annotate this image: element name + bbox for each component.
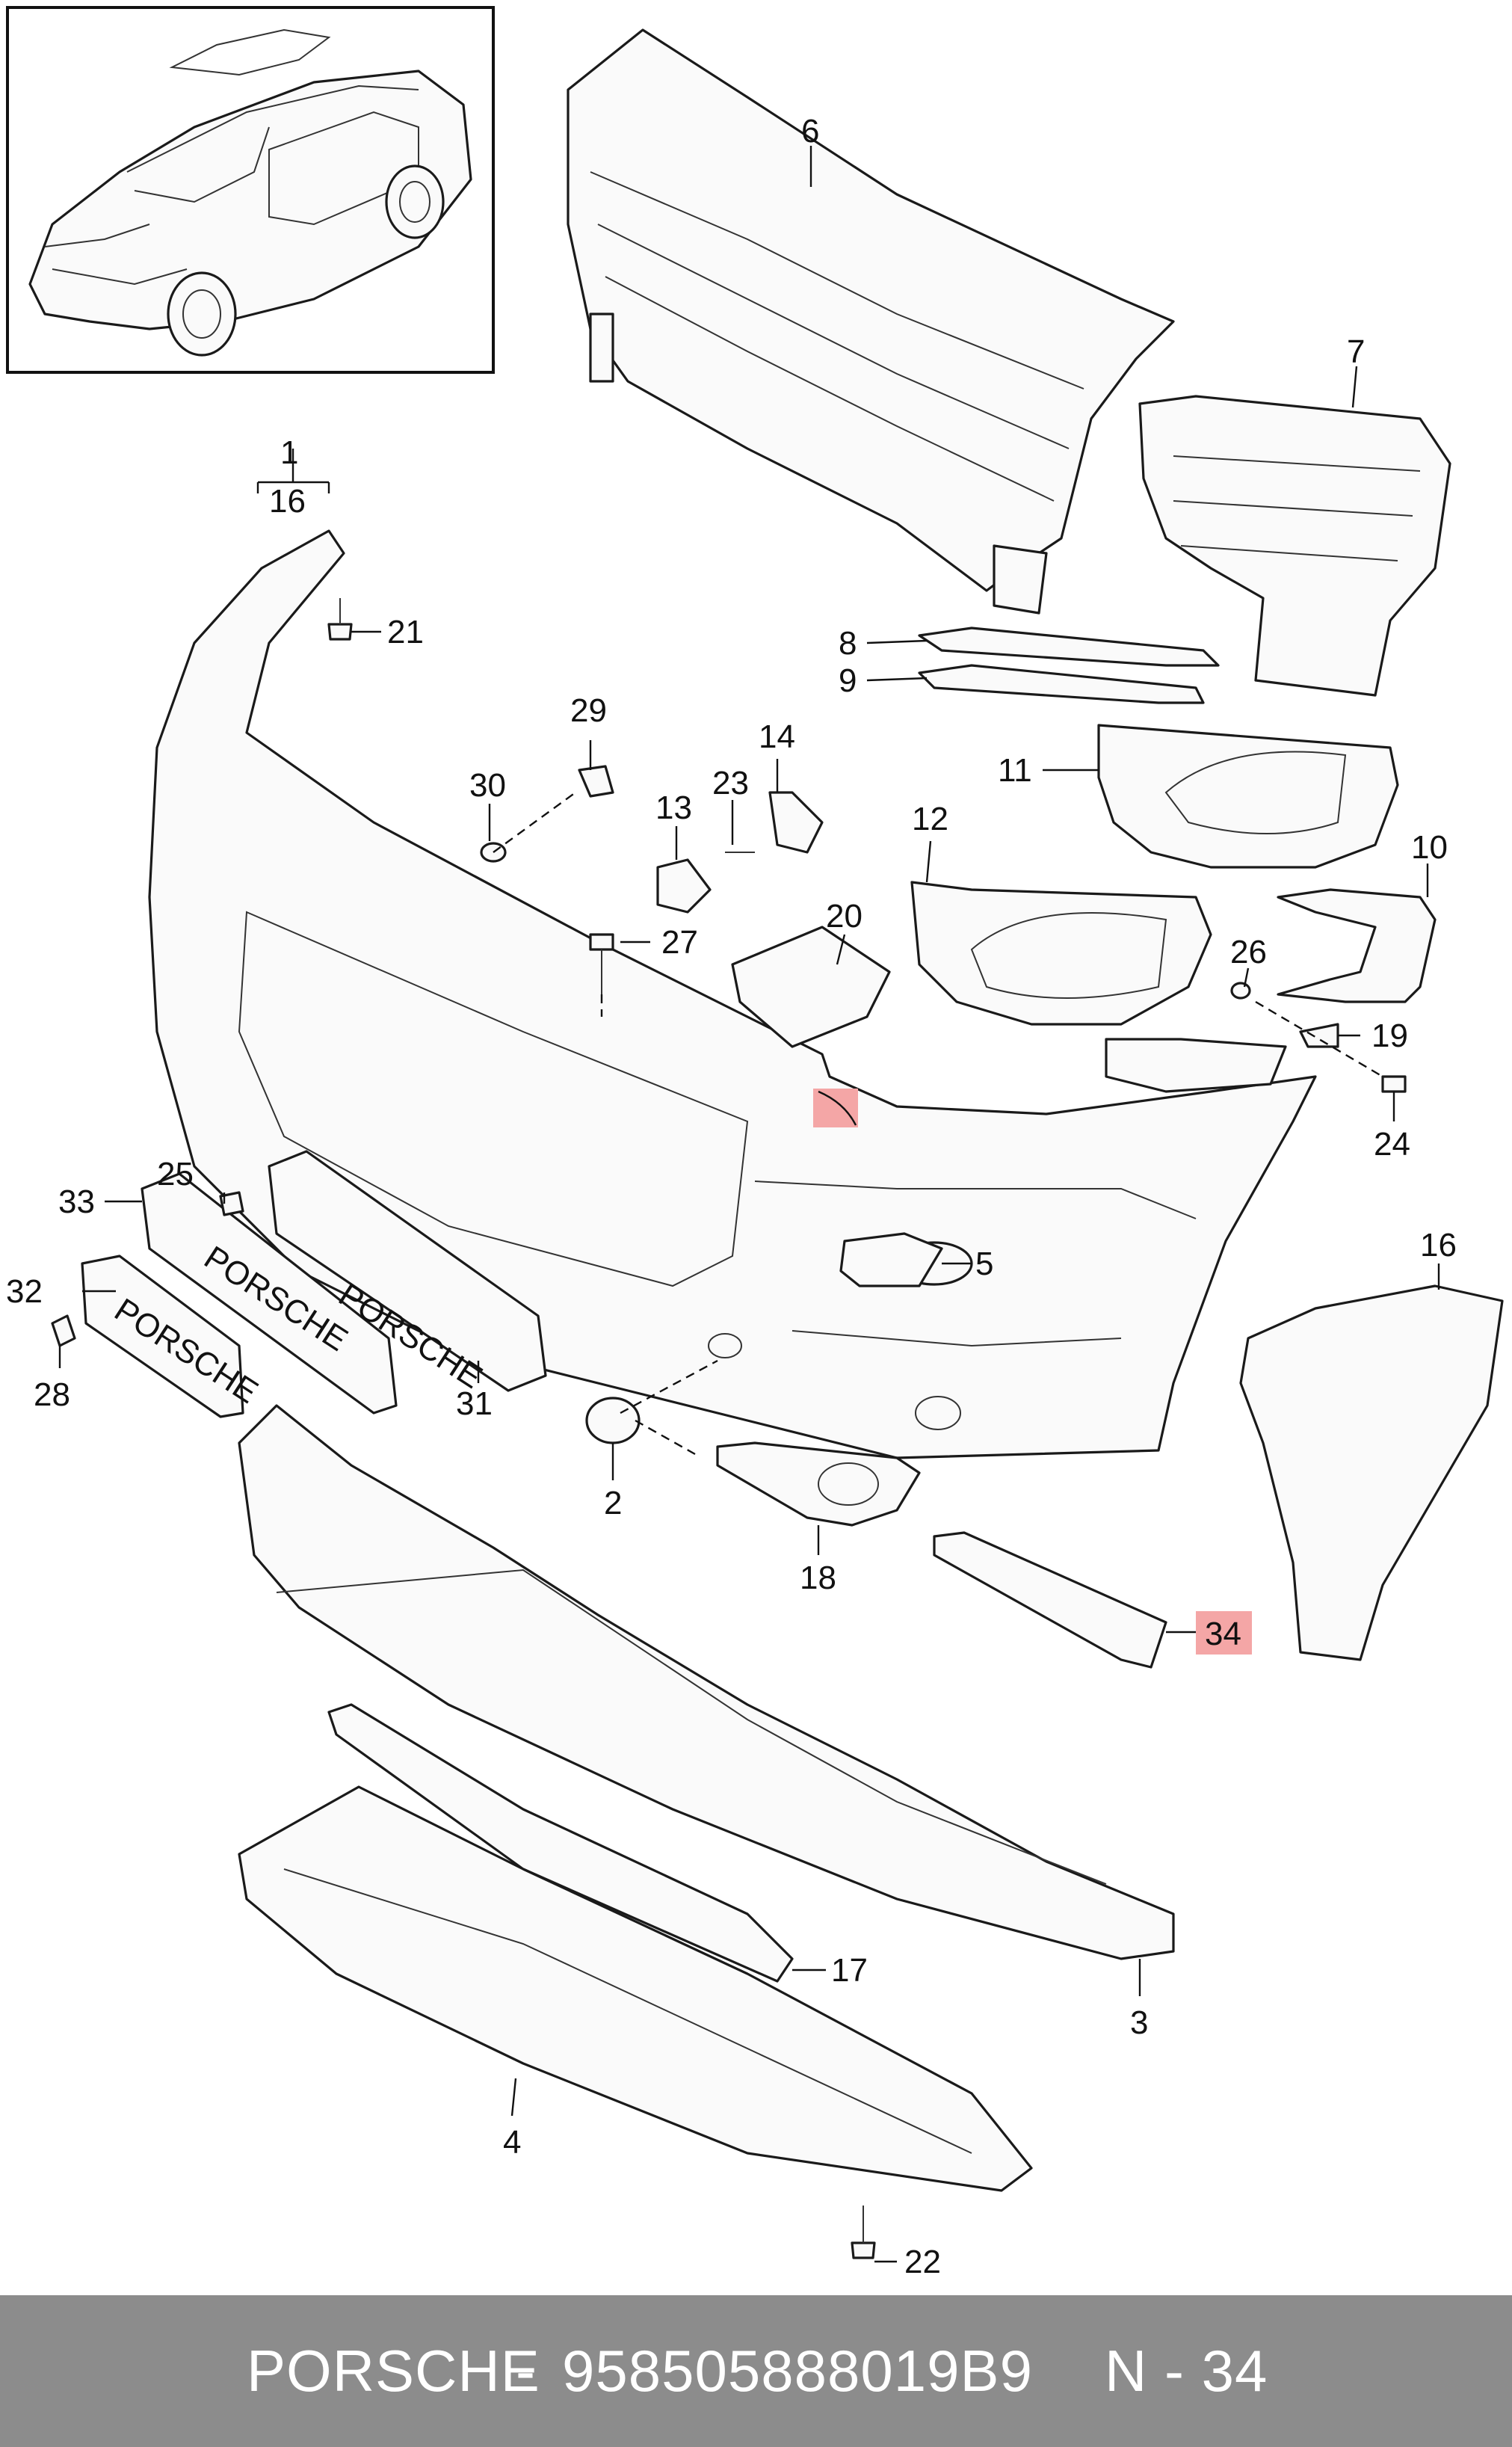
side-bracket-16 [1239,1284,1504,1661]
exploded-parts-diagram: PORSCHE PORSCHE PORSCHE [6,6,1504,2280]
callout-23: 23 [712,765,749,801]
callout-1: 1 [280,434,298,471]
callout-11: 11 [998,752,1032,789]
trim-34 [933,1531,1167,1669]
callout-24: 24 [1374,1126,1410,1163]
bracket-17 [327,1703,794,1983]
callout-28: 28 [34,1376,70,1413]
plug-2 [585,1397,641,1444]
callout-4: 4 [503,2124,521,2161]
grille-carrier [567,28,1175,615]
trim-strip-9 [918,664,1205,704]
plate-brackets: PORSCHE PORSCHE PORSCHE [51,1150,547,1418]
footer-brand: PORSCHE [247,2338,540,2404]
callout-8: 8 [839,625,857,662]
callout-10: 10 [1411,829,1448,866]
callout-34: 34 [1205,1616,1241,1652]
callout-17: 17 [831,1952,868,1989]
vehicle-inset [6,6,495,374]
callout-33: 33 [58,1184,95,1220]
trim-strip-8 [918,627,1220,667]
footer-bar: PORSCHE - 958505888019B9 N - 34 [0,2295,1512,2447]
callout-7: 7 [1347,333,1365,370]
callout-27: 27 [661,924,698,961]
callout-20: 20 [826,898,863,935]
callout-5: 5 [975,1246,993,1282]
light-frame-12 [910,881,1212,1026]
callout-6: 6 [801,113,819,150]
callout-12: 12 [912,801,948,837]
callout-labels: 1 16 21 6 7 8 9 29 30 14 23 13 11 12 10 … [6,113,1457,2280]
footer-reference: N - 34 [1105,2338,1268,2404]
callout-13: 13 [655,789,692,826]
callout-32: 32 [6,1273,43,1310]
callout-18: 18 [800,1560,836,1596]
callout-25: 25 [157,1156,194,1192]
callout-9: 9 [839,662,857,699]
callout-30: 30 [469,767,506,804]
callout-3: 3 [1130,2004,1148,2041]
callout-26: 26 [1230,934,1267,970]
footer-separator: - [516,2338,536,2404]
callout-16-top: 16 [269,483,306,520]
side-grille [1138,395,1451,697]
light-frame-11 [1097,724,1399,869]
underbody-panel-4 [238,1785,1033,2192]
callout-29: 29 [570,692,607,729]
screw-22 [851,2241,876,2259]
spoiler-3 [238,1404,1175,1960]
callout-2: 2 [604,1485,622,1521]
callout-16-right: 16 [1420,1227,1457,1263]
footer-part-number: 958505888019B9 [562,2338,1033,2404]
highlight-marker [813,1089,858,1127]
callout-34-highlight [1196,1611,1252,1655]
callout-19: 19 [1371,1018,1408,1054]
leader-lines [58,146,1440,2263]
bracket-10 [1277,888,1437,1003]
callout-22: 22 [904,2244,941,2280]
callout-31: 31 [456,1385,493,1422]
small-fasteners [327,598,1407,1093]
tow-cover-5 [839,1232,943,1287]
callout-14: 14 [759,718,795,755]
callout-21: 21 [387,614,424,650]
